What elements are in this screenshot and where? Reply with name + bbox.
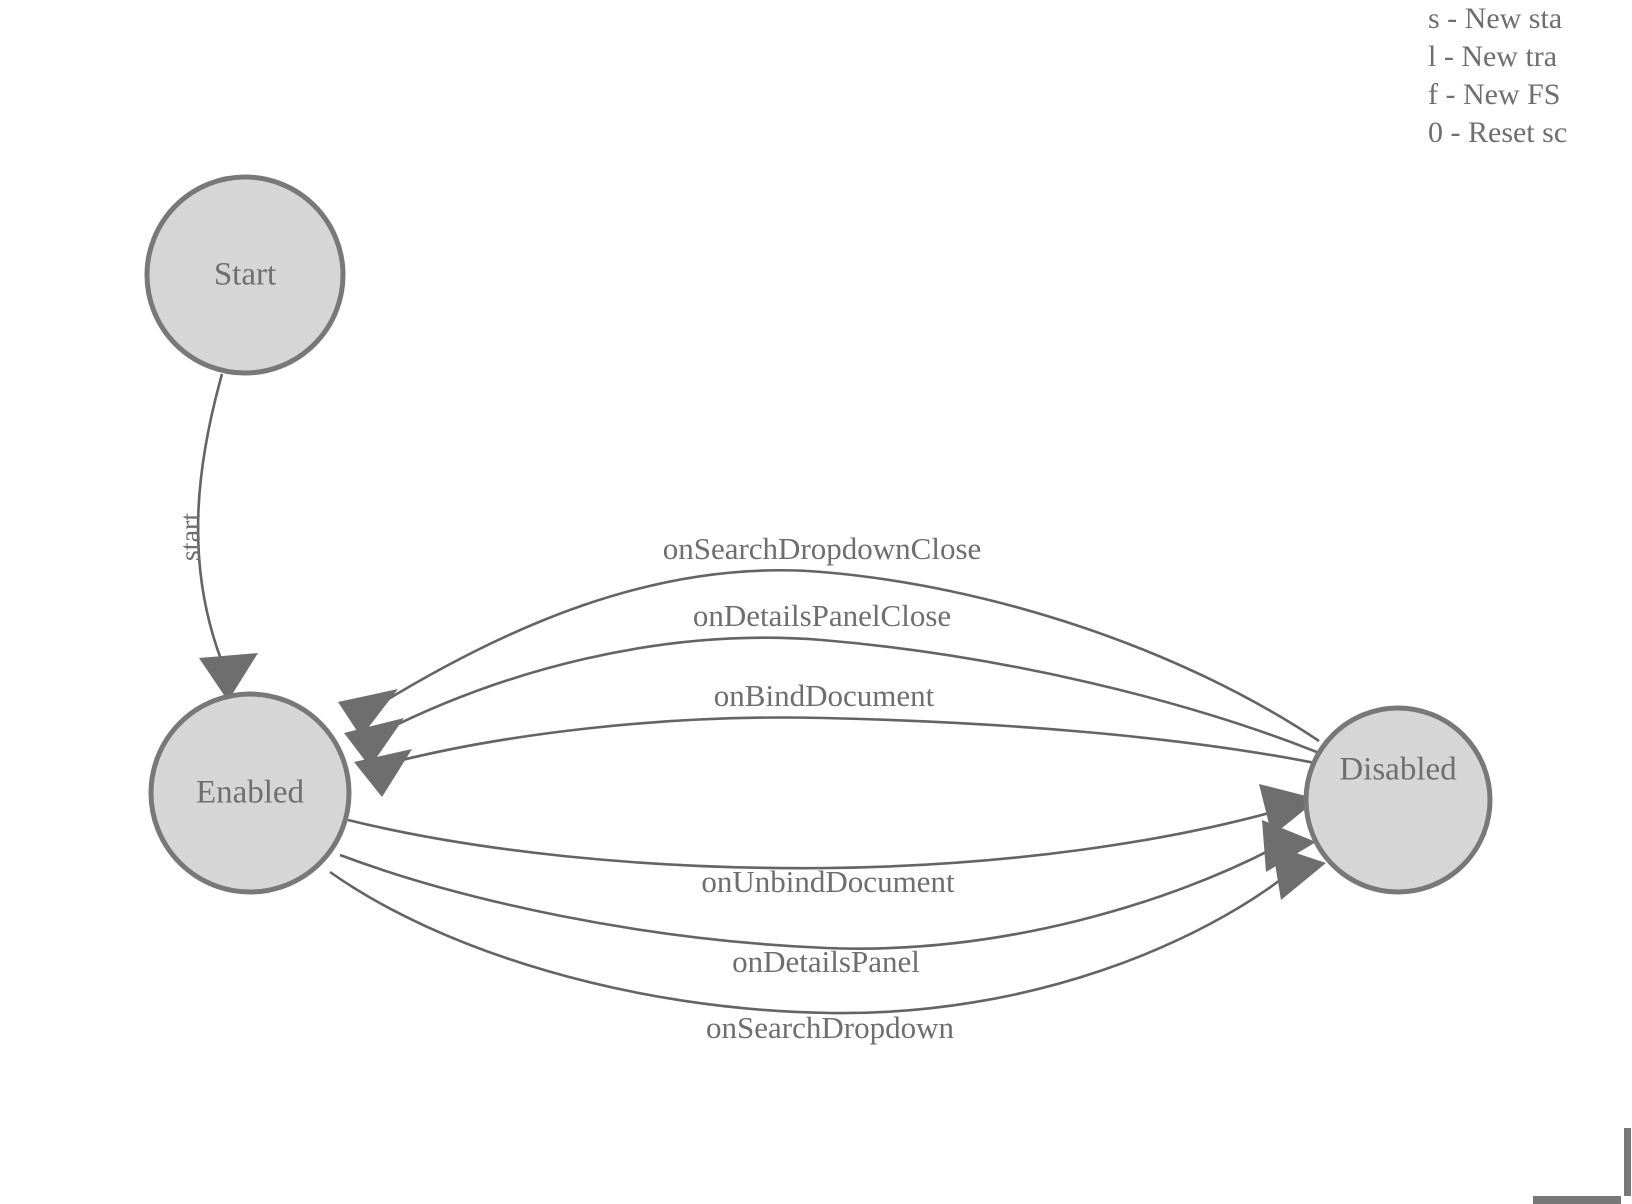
edge-onUnbindDocument-path <box>347 808 1281 870</box>
keyboard-shortcut-legend: s - New sta l - New tra f - New FS 0 - R… <box>1428 0 1632 152</box>
edge-onBindDocument[interactable] <box>354 716 1321 797</box>
edge-label-onBindDocument: onBindDocument <box>714 678 935 713</box>
edge-label-onDetailsPanel: onDetailsPanel <box>732 944 920 979</box>
node-enabled[interactable]: Enabled <box>148 691 352 895</box>
legend-line-new-state: s - New sta <box>1428 2 1563 35</box>
node-start-circle <box>144 174 346 376</box>
edge-label-onUnbindDocument: onUnbindDocument <box>701 864 955 899</box>
node-disabled[interactable]: Disabled <box>1303 705 1493 895</box>
edge-onSearchDropdown-path <box>329 869 1293 1015</box>
edge-label-onSearchDropdown: onSearchDropdown <box>706 1010 954 1045</box>
edge-onUnbindDocument[interactable] <box>347 784 1318 870</box>
edge-start-arrowhead <box>199 653 258 701</box>
edge-onSearchDropdownClose-path <box>371 568 1320 743</box>
edge-onSearchDropdown-arrowhead <box>1272 845 1326 900</box>
edge-onDetailsPanelClose-path <box>379 636 1330 759</box>
legend-line-new-fsm: f - New FS <box>1428 78 1561 111</box>
edge-onSearchDropdownClose[interactable] <box>338 568 1320 743</box>
node-disabled-circle <box>1303 705 1493 895</box>
vertical-scrollbar-thumb[interactable] <box>1624 1128 1631 1196</box>
legend-line-new-transition: l - New tra <box>1428 40 1558 73</box>
node-disabled-label: Disabled <box>1339 752 1457 788</box>
edge-onDetailsPanel-path <box>339 844 1279 950</box>
edge-onUnbindDocument-arrowhead <box>1259 784 1318 836</box>
node-enabled-label: Enabled <box>196 775 305 811</box>
edge-onBindDocument-path <box>389 716 1321 766</box>
edge-label-start: start <box>175 513 206 561</box>
edge-onDetailsPanelClose-arrowhead <box>344 718 404 767</box>
edge-onSearchDropdown[interactable] <box>329 845 1326 1015</box>
legend-line-reset: 0 - Reset sc <box>1428 116 1568 149</box>
edge-onSearchDropdownClose-arrowhead <box>338 689 398 737</box>
edge-onDetailsPanelClose[interactable] <box>344 636 1330 767</box>
edge-start[interactable] <box>196 373 258 701</box>
horizontal-scrollbar-thumb[interactable] <box>1533 1196 1621 1204</box>
edge-start-path <box>196 373 224 663</box>
edge-label-onSearchDropdownClose: onSearchDropdownClose <box>663 531 982 566</box>
node-enabled-circle <box>148 691 352 895</box>
edge-label-onDetailsPanelClose: onDetailsPanelClose <box>693 598 951 633</box>
node-start-label: Start <box>214 257 276 293</box>
node-start[interactable]: Start <box>144 174 346 376</box>
edge-onBindDocument-arrowhead <box>354 749 412 797</box>
